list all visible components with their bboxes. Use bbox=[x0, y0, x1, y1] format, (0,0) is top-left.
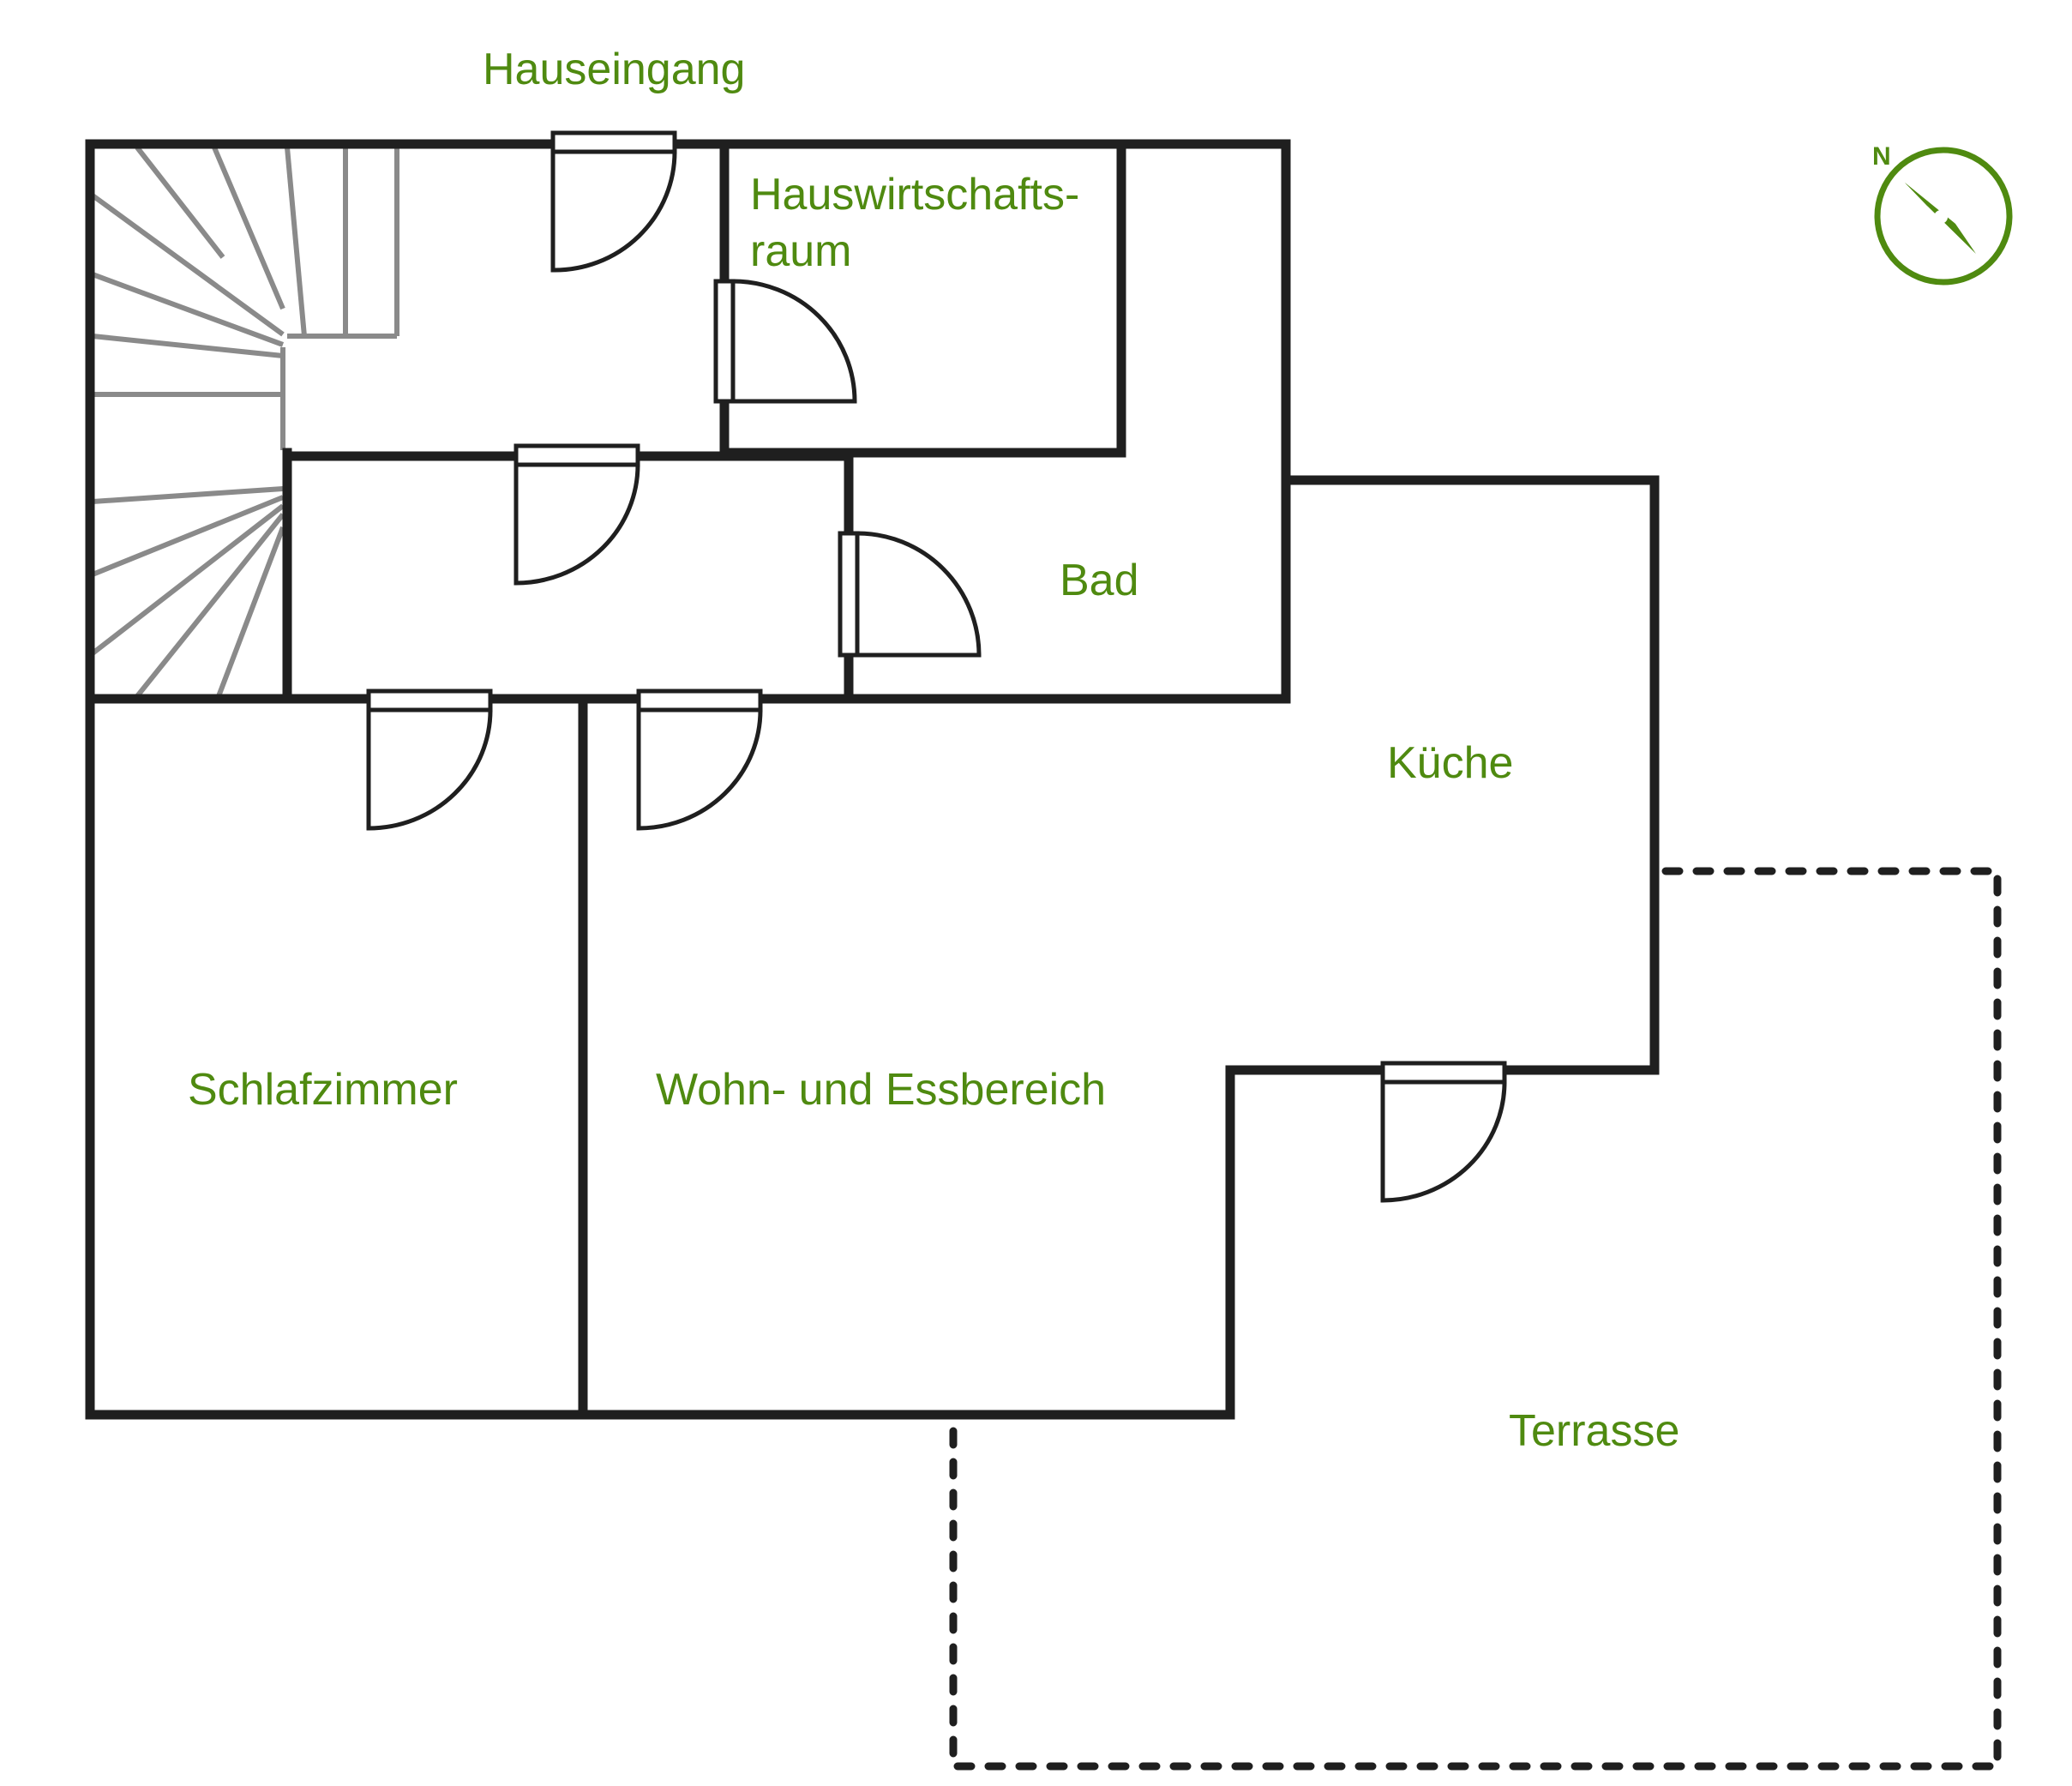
door-bedroom bbox=[366, 689, 493, 831]
door-terrace bbox=[1380, 1061, 1507, 1203]
label-entrance: Hauseingang bbox=[483, 45, 745, 94]
compass-ring bbox=[1874, 147, 2013, 286]
label-living-dining: Wohn- und Essbereich bbox=[656, 1065, 1106, 1115]
label-bathroom: Bad bbox=[1060, 556, 1139, 605]
terrace-outline bbox=[949, 867, 2002, 1771]
door-entrance bbox=[550, 130, 677, 273]
compass-north-label: N bbox=[1872, 142, 1891, 171]
label-kitchen: Küche bbox=[1387, 738, 1513, 788]
compass-center bbox=[1934, 210, 1948, 224]
compass: N bbox=[1872, 142, 2013, 286]
door-utility bbox=[713, 279, 857, 404]
label-utility-line2: raum bbox=[750, 226, 851, 276]
label-bedroom: Schlafzimmer bbox=[188, 1065, 458, 1115]
door-living bbox=[636, 689, 763, 831]
label-terrace: Terrasse bbox=[1509, 1406, 1679, 1456]
door-hallway bbox=[513, 443, 640, 586]
staircase bbox=[91, 146, 399, 698]
door-bathroom bbox=[838, 531, 982, 658]
label-utility-line1: Hauswirtschafts- bbox=[750, 170, 1079, 219]
